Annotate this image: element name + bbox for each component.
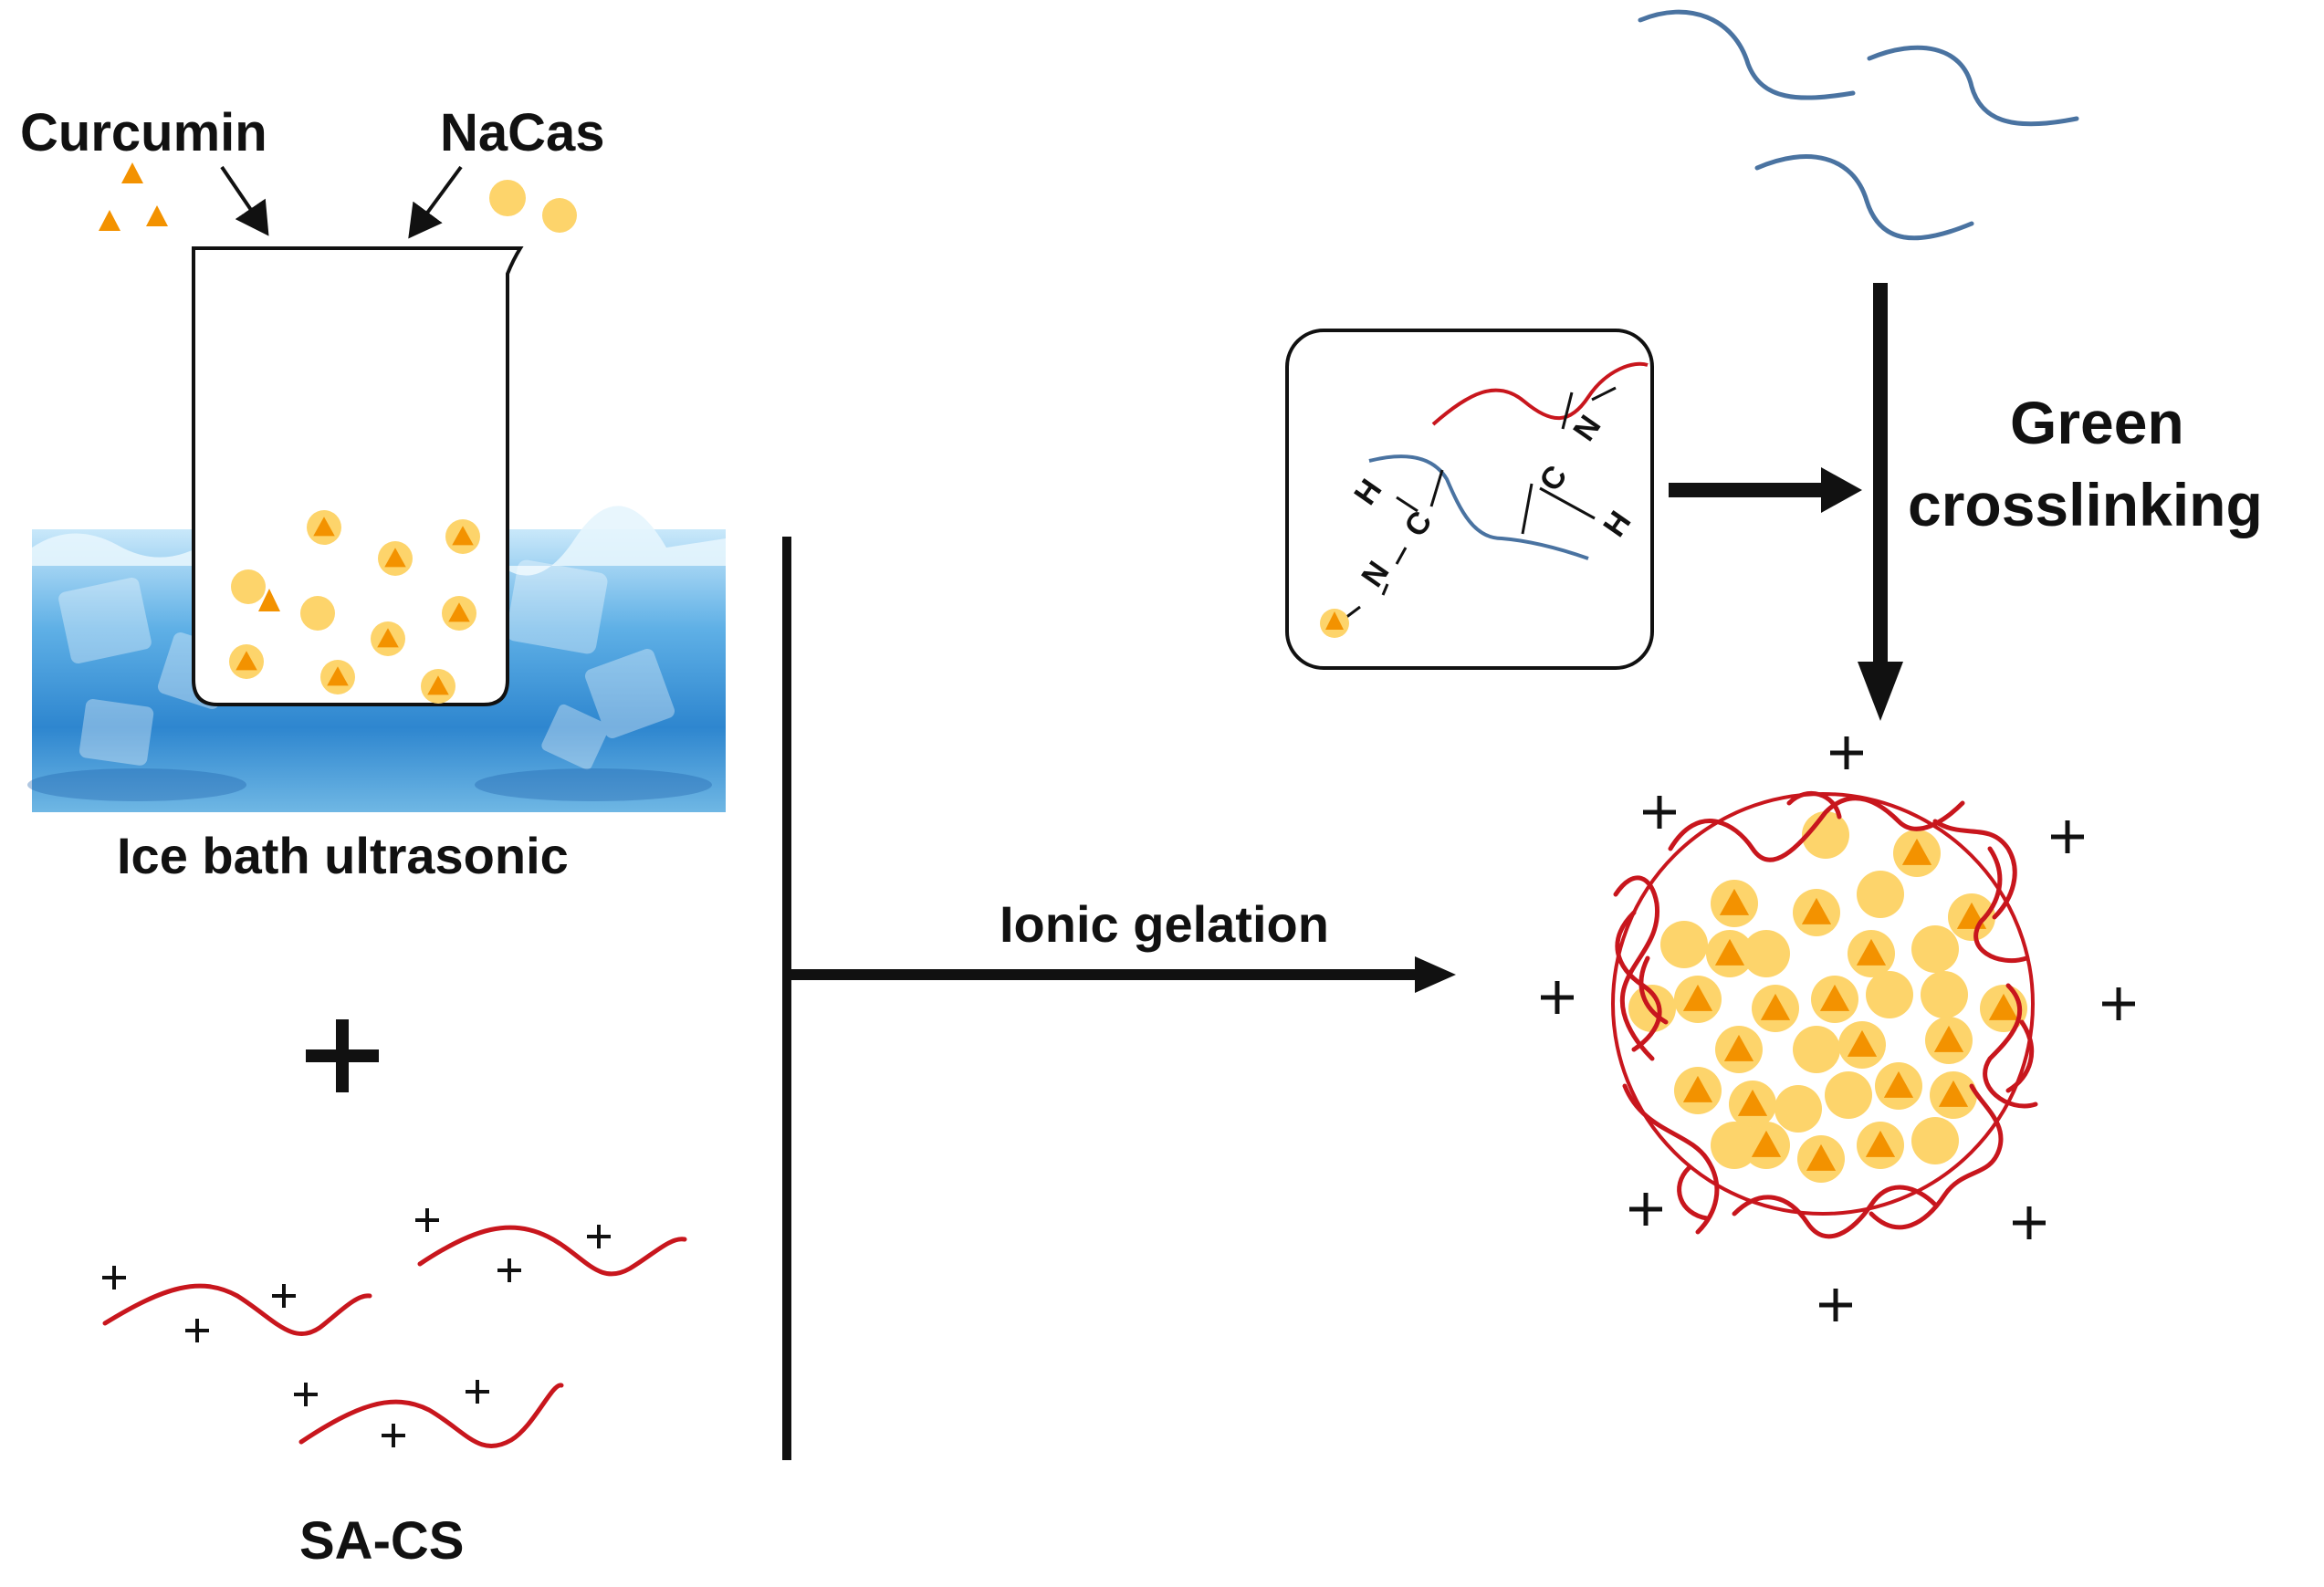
nanoparticle-core — [1729, 1081, 1776, 1128]
beaker-particle — [371, 621, 405, 656]
nanoparticle-core — [1911, 925, 1959, 973]
schiff-base-inset — [1285, 329, 1654, 670]
beaker — [192, 246, 524, 706]
sa-cs-label: SA-CS — [299, 1511, 465, 1571]
nanoparticle-core — [1706, 930, 1753, 977]
nanoparticle-core — [1875, 1062, 1922, 1110]
nanoparticle-core — [1893, 830, 1941, 877]
beaker-particle — [229, 644, 264, 679]
sa-cs-chain-3 — [298, 1383, 564, 1448]
nanoparticle-core — [1921, 971, 1968, 1018]
sa-cs-chains — [102, 1225, 687, 1448]
beaker-particle — [378, 541, 413, 576]
nanoparticle-core — [1930, 1071, 1977, 1119]
beaker-particles — [229, 510, 480, 704]
beaker-particle — [320, 660, 355, 694]
ionic-gelation-arrow — [782, 537, 1456, 1460]
nanoparticle-core — [1752, 985, 1799, 1032]
nanoparticle-core — [1866, 971, 1913, 1018]
beaker-particle — [421, 669, 455, 704]
nanoparticle-core — [1911, 1117, 1959, 1164]
crosslinking-arrow — [1858, 283, 1903, 721]
nacas-arrow — [408, 165, 463, 239]
ionic-gelation-label: Ionic gelation — [1000, 895, 1329, 953]
sa-cs-chain-2 — [417, 1225, 687, 1277]
beaker-particle — [300, 596, 335, 631]
nanoparticle-core — [1674, 1067, 1722, 1114]
nanoparticle-charges — [1541, 736, 2135, 1321]
nanoparticle-core — [1793, 889, 1840, 936]
nanoparticle-core — [1743, 930, 1790, 977]
nanoparticle-core — [1711, 880, 1758, 927]
nacas-circles — [489, 180, 577, 233]
nanoparticle-core — [1793, 1026, 1840, 1073]
beaker-curcumin-triangle — [258, 589, 280, 611]
nanoparticle-cores — [1628, 811, 2027, 1183]
alginate-chains — [1638, 9, 2079, 241]
beaker-particle — [231, 569, 266, 604]
beaker-particle — [307, 510, 341, 545]
nanoparticle-core — [1857, 1122, 1904, 1169]
ice-bath-label: Ice bath ultrasonic — [117, 827, 569, 884]
nanoparticle-shell — [1613, 790, 2038, 1239]
nanoparticle-core — [1925, 1017, 1973, 1064]
beaker-particle — [442, 596, 476, 631]
curcumin-arrow — [220, 165, 269, 236]
green-crosslinking-label-line1: Green — [2010, 389, 2184, 456]
nanoparticle-core — [1857, 871, 1904, 918]
sa-cs-chain-1 — [102, 1283, 372, 1336]
nanoparticle-core — [1674, 976, 1722, 1023]
nanoparticle — [1611, 790, 2038, 1239]
nanoparticle-core — [1825, 1071, 1872, 1119]
nanoparticle-core — [1848, 930, 1895, 977]
nanoparticle-core — [1948, 893, 1995, 941]
nanoparticle-core — [1660, 921, 1708, 968]
nanoparticle-core — [1802, 811, 1849, 859]
nanoparticle-core — [1838, 1021, 1886, 1069]
nanoparticle-core — [1811, 976, 1858, 1023]
beaker-particle — [445, 519, 480, 554]
nanoparticle-core — [1743, 1122, 1790, 1169]
nanoparticle-core — [1774, 1085, 1822, 1133]
green-crosslinking-label-line2: crosslinking — [1908, 471, 2263, 538]
nanoparticle-core — [1797, 1135, 1845, 1183]
nacas-label: NaCas — [440, 103, 605, 162]
curcumin-label: Curcumin — [20, 103, 267, 162]
curcumin-triangles — [99, 162, 168, 231]
inset-arrow — [1669, 467, 1862, 513]
nanoparticle-core — [1715, 1026, 1763, 1073]
plus-sign — [306, 1019, 379, 1092]
sa-cs-charges — [102, 1208, 611, 1447]
